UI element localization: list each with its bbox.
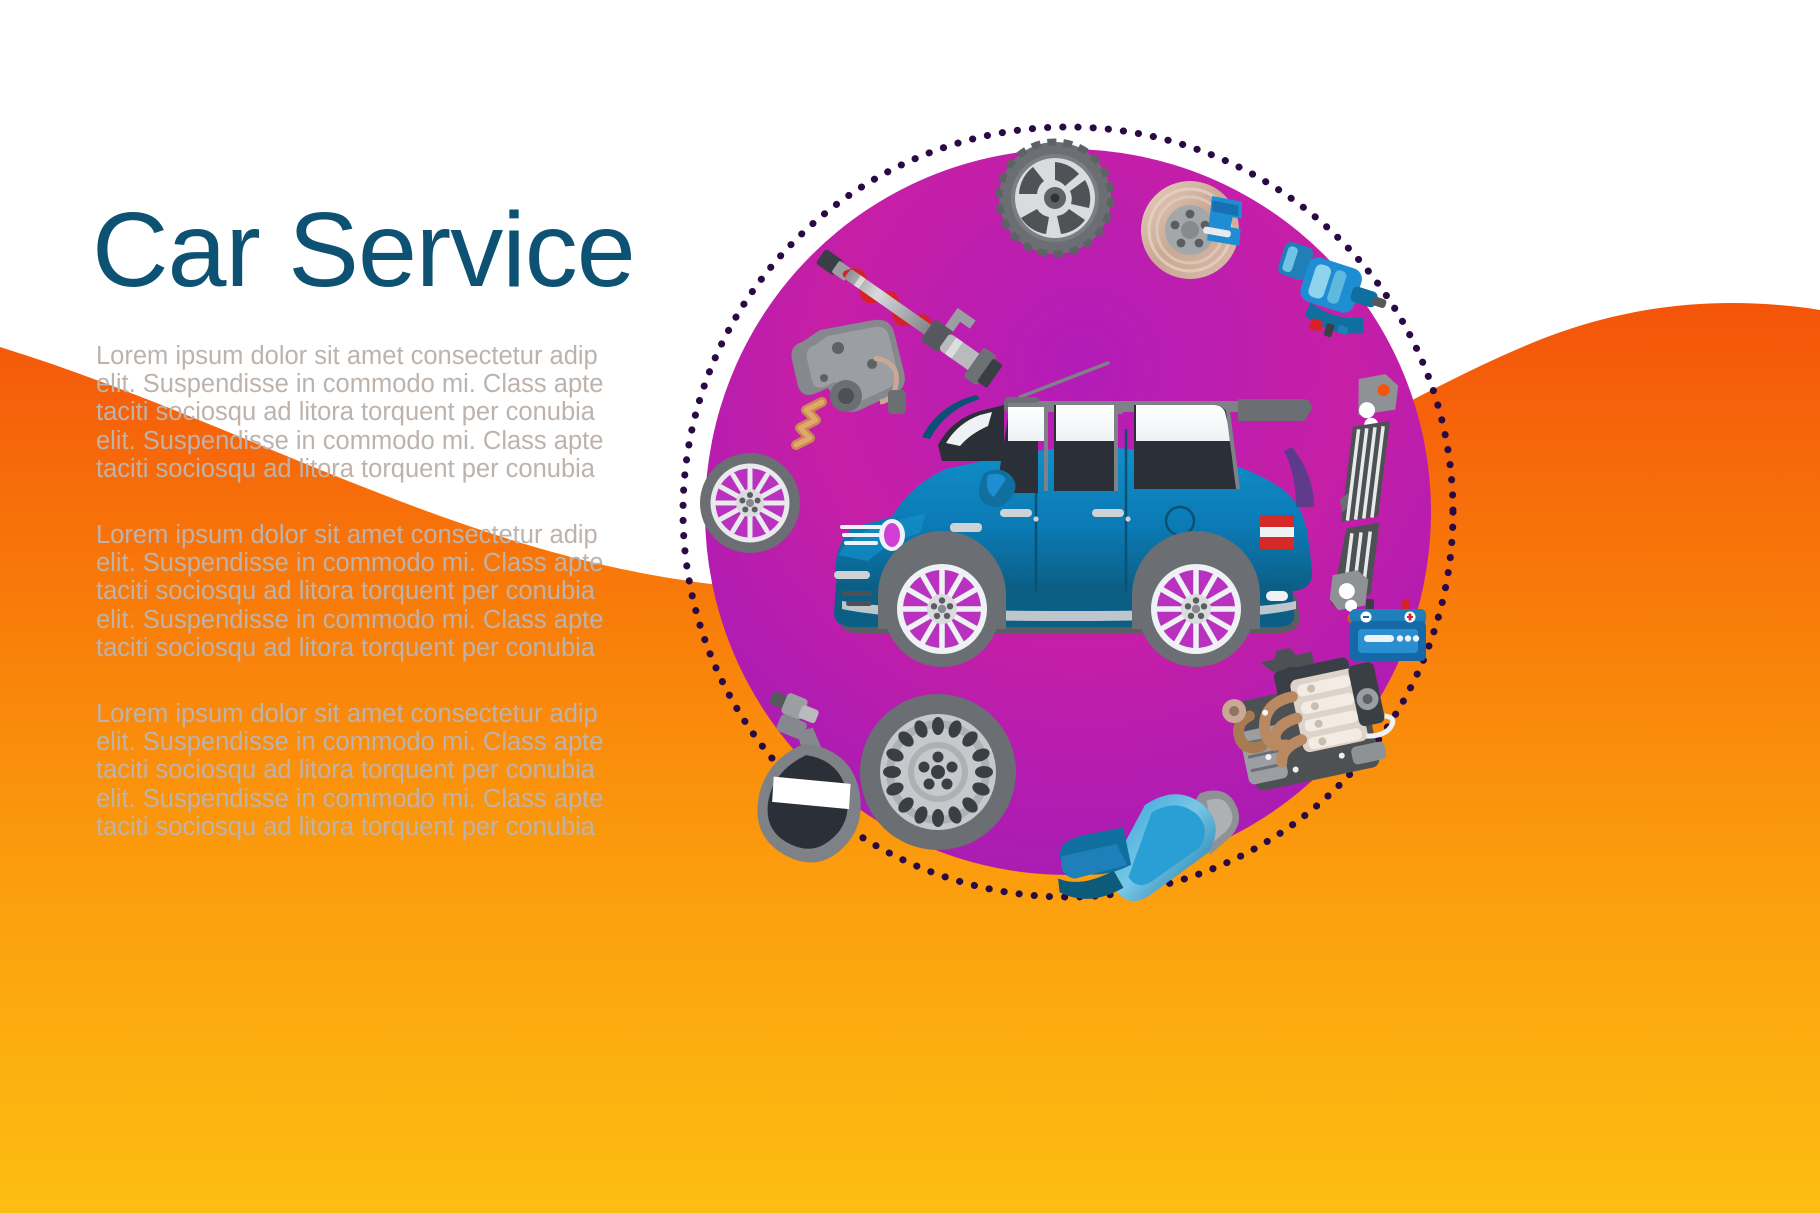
side-windows [996, 401, 1240, 493]
brake-disc-caliper-icon [1141, 181, 1243, 279]
engine-block-icon [1222, 648, 1396, 791]
front-lights [834, 519, 905, 606]
car-seat-icon [1058, 790, 1240, 901]
dotted-ring [679, 123, 1457, 901]
alloy-wheel-tire-icon [995, 138, 1115, 258]
roof-antenna [1018, 361, 1110, 399]
door-handles [1000, 509, 1131, 522]
car-battery-icon [1350, 599, 1426, 661]
car-service-illustration [660, 100, 1480, 940]
rear-wheel [1138, 551, 1254, 667]
tail-light [1260, 515, 1294, 601]
sport-rim-tire-icon [700, 453, 800, 553]
illustration-svg [679, 123, 1457, 901]
paragraph-1: Lorem ipsum dolor sit amet consectetur a… [96, 342, 604, 483]
paragraph-3: Lorem ipsum dolor sit amet consectetur a… [96, 700, 604, 841]
body-copy: Lorem ipsum dolor sit amet consectetur a… [96, 342, 616, 841]
washer-fluid-bottle-icon [757, 691, 861, 863]
shock-absorber-icon [816, 249, 1003, 388]
page-title: Car Service [92, 191, 636, 309]
front-wheel [884, 551, 1000, 667]
spare-tire-icon [860, 694, 1016, 850]
gearbox-icon [791, 319, 906, 450]
blue-suv [834, 361, 1314, 667]
air-filter-housing-icon [1278, 242, 1387, 338]
paragraph-2: Lorem ipsum dolor sit amet consectetur a… [96, 521, 604, 662]
